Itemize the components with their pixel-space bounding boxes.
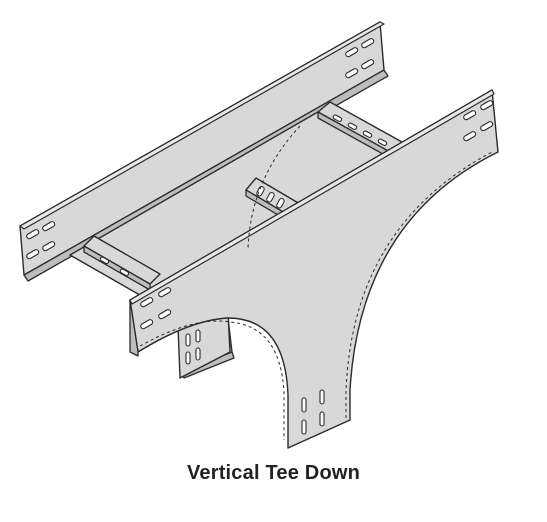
front-side-rail bbox=[129, 89, 499, 449]
front-rail-slots-bottom bbox=[301, 389, 325, 435]
rung-far bbox=[317, 101, 403, 159]
back-side-rail bbox=[19, 21, 389, 282]
front-rail-slots-left bbox=[140, 287, 172, 330]
back-rail-slots-left bbox=[26, 221, 56, 260]
rung-near bbox=[83, 235, 161, 291]
front-rail-slots-right bbox=[463, 100, 494, 142]
back-rail-slots-right bbox=[345, 38, 375, 79]
figure-caption: Vertical Tee Down bbox=[186, 462, 361, 484]
